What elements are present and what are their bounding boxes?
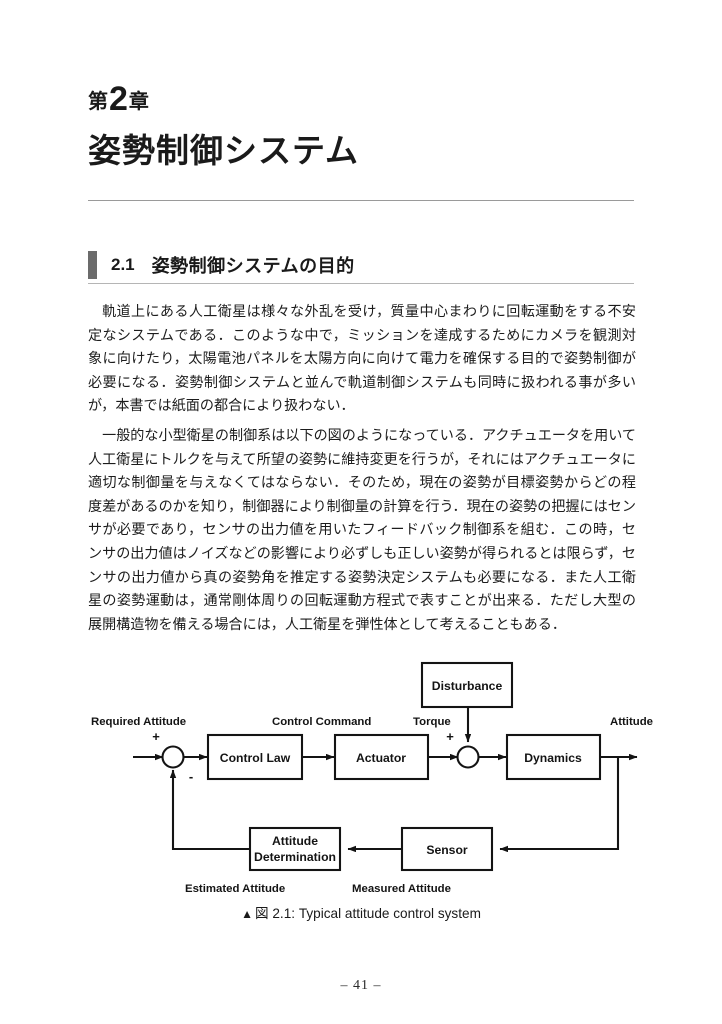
- caption-label: 図 2.1:: [254, 906, 296, 921]
- block-label-disturbance: Disturbance: [432, 679, 503, 693]
- block-attitude-determination: [248, 826, 342, 872]
- caption-triangle-icon: ▲: [241, 907, 255, 921]
- block-disturbance: [420, 661, 514, 709]
- signal-label-required-attitude: Required Attitude: [91, 716, 186, 728]
- section-accent-bar: [88, 251, 97, 279]
- summing-junction-2: [456, 745, 480, 769]
- body-paragraph-1: 軌道上にある人工衛星は様々な外乱を受け，質量中心まわりに回転運動をする不安定なシ…: [88, 301, 636, 419]
- page-number: – 41 –: [340, 978, 382, 993]
- block-dynamics: [505, 733, 602, 781]
- section-rule: [88, 283, 634, 284]
- block-label-attitude-determination-line2: Determination: [254, 850, 336, 864]
- figure-caption: ▲図 2.1: Typical attitude control system: [0, 902, 722, 922]
- section-heading: 2.1 姿勢制御システムの目的: [88, 250, 355, 280]
- body-paragraph-2: 一般的な小型衛星の制御系は以下の図のようになっている．アクチュエータを用いて人工…: [88, 425, 636, 637]
- chapter-title: 姿勢制御システム: [88, 132, 360, 169]
- wire-attitude-to-sensor: [499, 757, 620, 853]
- block-actuator: [333, 733, 430, 781]
- signal-label-control-command: Control Command: [272, 716, 371, 728]
- signal-label-estimated-attitude: Estimated Attitude: [185, 883, 285, 895]
- signal-label-attitude: Attitude: [610, 716, 653, 728]
- chapter-label-suffix: 章: [128, 91, 149, 113]
- summing-junction-1: [161, 745, 185, 769]
- block-sensor: [400, 826, 494, 872]
- paragraph-text: 軌道上にある人工衛星は様々な外乱を受け，質量中心まわりに回転運動をする不安定なシ…: [88, 304, 636, 415]
- sign-plus-sum2: +: [446, 729, 454, 744]
- paragraph-text: 一般的な小型衛星の制御系は以下の図のようになっている．アクチュエータを用いて人工…: [88, 428, 636, 633]
- section-number: 2.1: [111, 255, 135, 274]
- caption-text: Typical attitude control system: [298, 906, 481, 921]
- signal-label-measured-attitude: Measured Attitude: [352, 883, 451, 895]
- block-label-control-law: Control Law: [220, 751, 291, 765]
- block-label-actuator: Actuator: [356, 751, 406, 765]
- block-control-law: [206, 733, 304, 781]
- section-title: 姿勢制御システムの目的: [151, 256, 355, 276]
- chapter-label-prefix: 第: [88, 91, 108, 113]
- block-label-sensor: Sensor: [426, 843, 468, 857]
- block-label-attitude-determination-line1: Attitude: [272, 834, 318, 848]
- chapter-label: 第2章: [88, 82, 149, 116]
- block-label-dynamics: Dynamics: [524, 751, 582, 765]
- sign-plus-sum1: +: [152, 729, 160, 744]
- wire-estimated-attitude-feedback: [169, 769, 250, 851]
- signal-label-torque: Torque: [413, 716, 451, 728]
- chapter-rule: [88, 200, 634, 201]
- sign-minus-sum1: -: [189, 769, 193, 784]
- chapter-number: 2: [109, 80, 128, 118]
